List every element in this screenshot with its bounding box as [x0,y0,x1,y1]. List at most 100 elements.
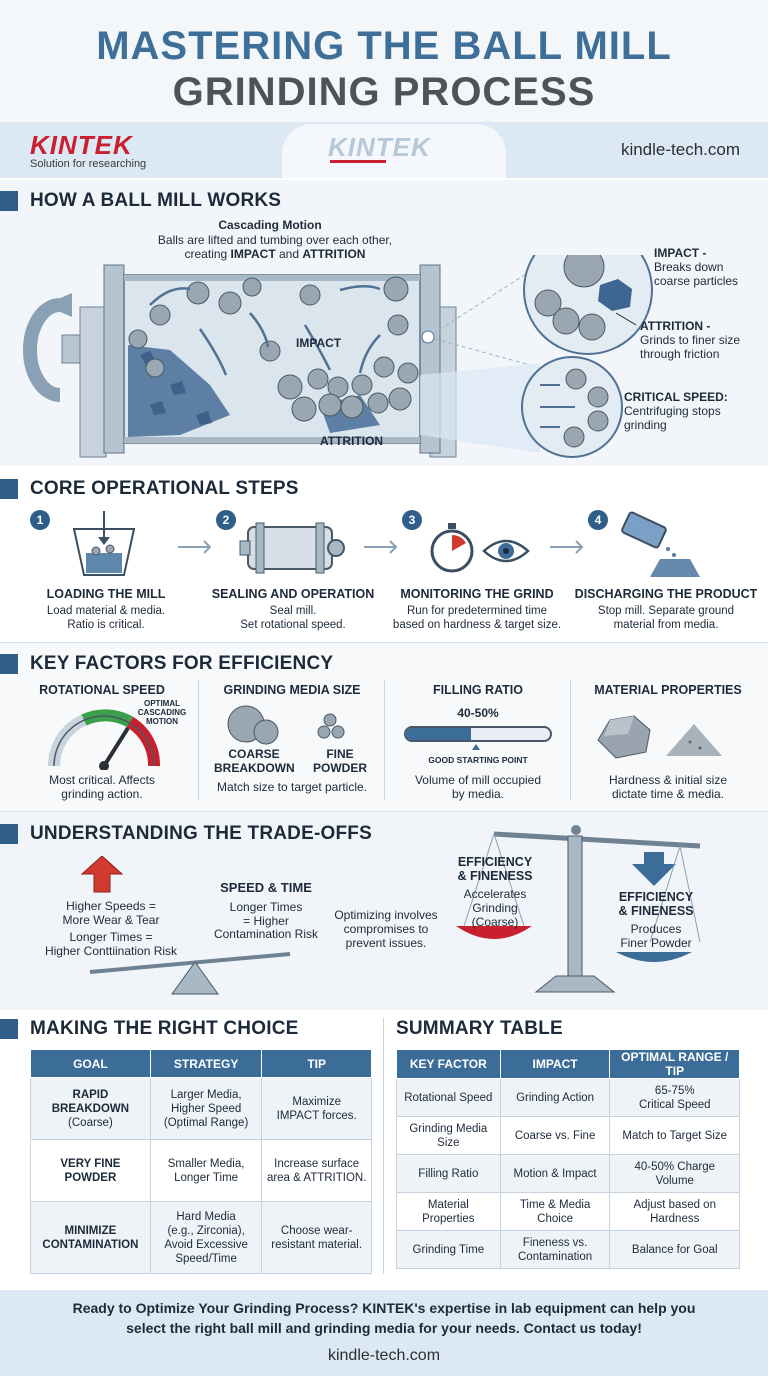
factor-media-title: GRINDING MEDIA SIZE [223,683,361,697]
callout-attrition-desc1: Grinds to finer size [640,333,741,347]
step-desc: Stop mill. Separate ground [597,605,735,617]
media-balls-icon [227,705,345,745]
factor-filling-desc2: by media. [451,787,505,801]
logo-tagline: Solution for researching [30,158,147,170]
callout-attrition-title: ATTRITION - [640,319,711,333]
speed-gauge-icon [47,709,160,770]
table-header: TIP [261,1049,372,1078]
website-link-bottom[interactable]: kindle-tech.com [327,1347,441,1364]
step-number: 3 [402,510,422,530]
speed-time-title: SPEED & TIME [220,880,312,895]
optimizing-1: Optimizing involves [334,908,438,922]
website-link-top[interactable]: kindle-tech.com [620,140,740,159]
seesaw-icon [80,856,291,995]
section-marker [0,1019,18,1039]
table-header: IMPACT [499,1049,611,1079]
step-desc: Seal mill. [269,605,317,617]
step-number: 4 [588,510,608,530]
discharge-icon [621,511,700,577]
table-header: OPTIMAL RANGE / TIP [609,1049,740,1079]
callout-critical-title: CRITICAL SPEED: [624,390,728,404]
step-desc: Set rotational speed. [240,619,346,631]
speed-time-1: Longer Times [229,900,303,914]
trade-left-2: More Wear & Tear [62,913,160,927]
speed-time-2: = Higher [243,914,289,928]
table-row: Grinding Time Fineness vs.Contamination … [396,1230,740,1269]
how-heading: HOW A BALL MILL WORKS [30,190,282,211]
factor-filling-desc1: Volume of mill occupied [414,773,542,787]
factor-filling-title: FILLING RATIO [432,683,524,697]
title-area: MASTERING THE BALL MILL GRINDING PROCESS [0,0,768,122]
optimizing-2: compromises to [343,922,429,936]
logo-underline [330,160,386,163]
brand-center-tab [282,124,506,178]
table-header: KEY FACTOR [396,1049,501,1079]
step-title: LOADING THE MILL [46,587,166,601]
step-number: 1 [30,510,50,530]
step-desc: Ratio is critical. [67,619,145,631]
cta-text: Ready to Optimize Your Grinding Process?… [72,1300,696,1336]
trade-left-3: Longer Times = [69,930,153,944]
callout-critical-desc2: grinding [624,418,667,432]
divider [384,680,385,800]
factor-speed-desc2: grinding action. [61,787,143,801]
choice-heading: MAKING THE RIGHT CHOICE [30,1018,299,1039]
column-divider [383,1018,384,1274]
cascade-title: Cascading Motion [218,218,322,232]
callout-impact-desc1: Breaks down [654,260,724,274]
cta-banner [0,1290,768,1376]
eye-icon [482,539,530,563]
factors-heading: KEY FACTORS FOR EFFICIENCY [30,653,334,674]
table-row: Filling Ratio Motion & Impact 40-50% Cha… [396,1154,740,1193]
callout-attrition-desc2: through friction [640,347,720,361]
attrition-label: ATTRITION [320,434,384,448]
divider [198,680,199,800]
rotation-arrow-icon [23,298,61,402]
divider [570,680,571,800]
kintek-logo[interactable]: KINTEK [30,130,133,160]
optimizing-3: prevent issues. [345,936,427,950]
filling-range: 40-50% [457,706,499,720]
ef-right-title: EFFICIENCY& FINENESS [618,890,694,918]
marker-icon [472,744,480,750]
section-marker [0,479,18,499]
impact-label: IMPACT [296,336,342,350]
step-number: 2 [216,510,236,530]
trade-left-4: Higher Conttiination Risk [44,944,178,958]
factor-material-desc2: dictate time & media. [611,787,725,801]
trade-heading: UNDERSTANDING THE TRADE-OFFS [30,823,372,844]
page-title-line2: GRINDING PROCESS [172,70,596,114]
table-row: Rotational Speed Grinding Action 65-75%C… [396,1078,740,1117]
page-title-line1: MASTERING THE BALL MILL [96,24,672,68]
speed-time-3: Contamination Risk [213,927,319,941]
table-header: STRATEGY [149,1049,263,1078]
step-desc: material from media. [613,619,719,631]
step-desc: based on hardness & target size. [392,619,562,631]
ef-left-title: EFFICIENCY& FINENESS [457,855,533,883]
steps-icons [72,511,700,577]
summary-table: KEY FACTOR IMPACT OPTIMAL RANGE / TIP Ro… [396,1049,740,1269]
cascade-desc2: creating IMPACT and ATTRITION [184,247,366,261]
step-desc: Load material & media. [46,605,166,617]
factor-speed-desc1: Most critical. Affects [49,773,155,787]
factor-material-desc1: Hardness & initial size [608,773,728,787]
kintek-watermark-logo: KINTEK [328,132,431,162]
ball-mill-diagram [23,255,653,458]
step-title: DISCHARGING THE PRODUCT [574,587,758,601]
section-marker [0,824,18,844]
table-header: GOAL [30,1049,151,1078]
balance-scale-icon [456,825,701,993]
mill-cylinder-icon [239,522,345,574]
section-marker [0,654,18,674]
factor-media-desc: Match size to target particle. [216,780,368,794]
stopwatch-icon [430,523,474,573]
step-title: MONITORING THE GRIND [400,587,554,601]
